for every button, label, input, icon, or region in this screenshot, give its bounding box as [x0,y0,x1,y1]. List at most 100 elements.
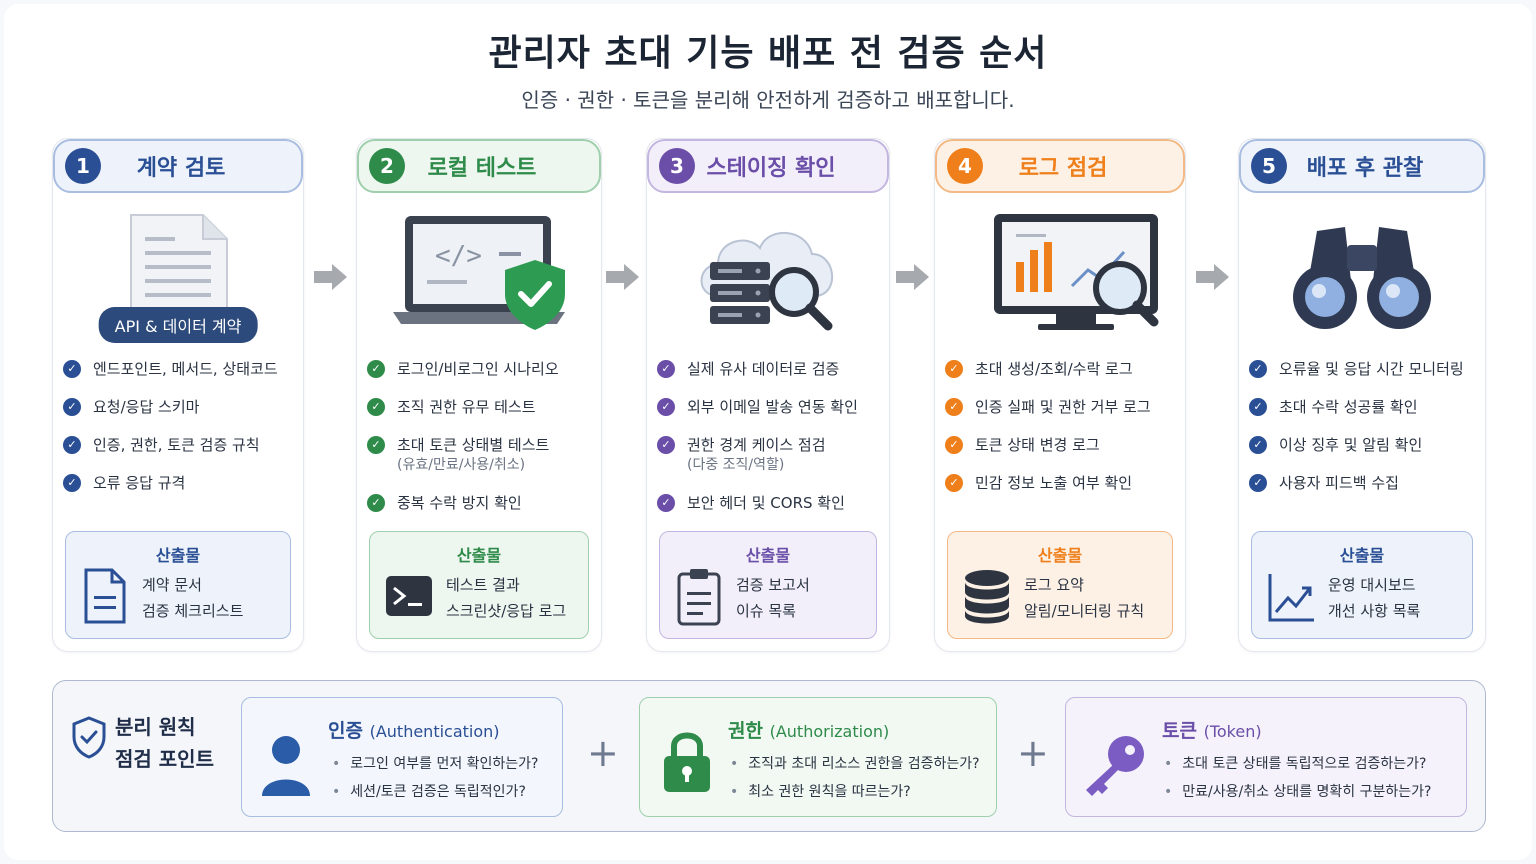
check-icon: ✓ [1249,474,1267,492]
output-list: 계약 문서 검증 체크리스트 [142,576,244,620]
plus-sign: + [587,731,619,775]
step-5-label: 배포 후 관찰 [1306,156,1424,181]
output-list: 검증 보고서 이슈 목록 [736,576,810,620]
step-3-header: 3 스테이징 확인 [647,139,889,193]
check-item: ✓실제 유사 데이터로 검증 [657,359,883,379]
step-1-label: 계약 검토 [136,156,226,181]
output-title: 산출물 [1037,546,1083,565]
token-card: 토큰 (Token) 초대 토큰 상태를 독립적으로 검증하는가? 만료/사용/… [1065,697,1467,817]
check-icon: ✓ [657,436,675,454]
check-icon: ✓ [367,398,385,416]
step-3-checklist: ✓실제 유사 데이터로 검증 ✓외부 이메일 발송 연동 확인 ✓권한 경계 케… [657,359,883,531]
step-2-label: 로컬 테스트 [427,156,537,181]
check-icon: ✓ [945,474,963,492]
step-3-column: 3 스테이징 확인 ✓실제 유사 데이터로 검증 ✓외부 이메일 발송 연동 확… [646,138,890,652]
token-label: 토큰 (Token) [1162,720,1262,742]
check-item: ✓보안 헤더 및 CORS 확인 [657,493,883,513]
check-icon: ✓ [1249,436,1267,454]
step-1-number-badge: 1 [65,148,101,184]
check-icon: ✓ [63,474,81,492]
check-item: ✓초대 생성/조회/수락 로그 [945,359,1179,379]
check-item: ✓조직 권한 유무 테스트 [367,397,595,417]
arrow-right-icon [606,264,639,290]
check-icon: ✓ [367,494,385,512]
step-2-output-box: 산출물 테스트 결과 스크린샷/응답 로그 [369,531,589,639]
step-2-illustration: </> [357,201,601,341]
check-item: ✓사용자 피드백 수집 [1249,473,1479,493]
check-item: ✓초대 토큰 상태별 테스트(유효/만료/사용/취소) [367,435,595,475]
check-item: ✓인증, 권한, 토큰 검증 규칙 [63,435,297,455]
arrow-right-icon [314,264,347,290]
arrow-right-icon [1196,264,1229,290]
step-2-number-badge: 2 [369,148,405,184]
check-item: ✓오류 응답 규격 [63,473,297,493]
check-item: ✓토큰 상태 변경 로그 [945,435,1179,455]
check-icon: ✓ [63,436,81,454]
terminal-icon [386,576,432,616]
check-icon: ✓ [657,494,675,512]
key-icon [1086,736,1144,796]
check-item: ✓요청/응답 스키마 [63,397,297,417]
svg-text:</>: </> [435,241,482,271]
step-5-header: 5 배포 후 관찰 [1239,139,1485,193]
step-4-checklist: ✓초대 생성/조회/수락 로그 ✓인증 실패 및 권한 거부 로그 ✓토큰 상태… [945,359,1179,511]
step-1-checklist: ✓엔드포인트, 메서드, 상태코드 ✓요청/응답 스키마 ✓인증, 권한, 토큰… [63,359,297,511]
check-icon: ✓ [1249,360,1267,378]
principles-panel: 분리 원칙 점검 포인트 인증 (Authentication) 로그인 여부를… [52,680,1486,832]
step-5-illustration [1239,201,1485,341]
page-title: 관리자 초대 기능 배포 전 검증 순서 [488,33,1048,74]
step-2-header: 2 로컬 테스트 [357,139,601,193]
output-title: 산출물 [155,546,201,565]
step-4-output-box: 산출물 로그 요약 알림/모니터링 규칙 [947,531,1173,639]
arrow-right-icon [896,264,929,290]
authorization-label: 권한 (Authorization) [728,720,890,742]
check-item: ✓외부 이메일 발송 연동 확인 [657,397,883,417]
principles-title: 분리 원칙 점검 포인트 [115,715,214,771]
output-title: 산출물 [456,546,502,565]
check-icon: ✓ [945,398,963,416]
step-1-output-box: 산출물 계약 문서 검증 체크리스트 [65,531,291,639]
cloud-server-search-icon [700,232,833,331]
output-list: 테스트 결과 스크린샷/응답 로그 [446,576,567,620]
step-4-label: 로그 점검 [1018,156,1108,181]
check-icon: ✓ [657,398,675,416]
step-4-illustration [935,201,1185,341]
lock-icon [664,732,710,792]
api-contract-tag: API & 데이터 계약 [98,307,258,343]
check-item: ✓민감 정보 노출 여부 확인 [945,473,1179,493]
step-5-column: 5 배포 후 관찰 ✓오류율 및 응답 시간 모니터링 ✓초대 수락 성공률 확… [1238,138,1486,652]
step-3-output-box: 산출물 검증 보고서 이슈 목록 [659,531,877,639]
authentication-card: 인증 (Authentication) 로그인 여부를 먼저 확인하는가? 세션… [241,697,563,817]
check-icon: ✓ [1249,398,1267,416]
step-4-column: 4 로그 점검 ✓초대 생성/조회/수락 로그 ✓인증 실패 및 권한 거부 로… [934,138,1186,652]
output-title: 산출물 [745,546,791,565]
laptop-code-shield-icon: </> [393,216,565,330]
check-item: ✓초대 수락 성공률 확인 [1249,397,1479,417]
check-item: ✓오류율 및 응답 시간 모니터링 [1249,359,1479,379]
binoculars-icon [1293,227,1431,329]
step-1-column: 1 계약 검토 API & 데이터 계약 ✓엔드포인트, 메서드, 상태코드 ✓… [52,138,304,652]
check-item: ✓권한 경계 케이스 점검(다중 조직/역할) [657,435,883,475]
authentication-list: 로그인 여부를 먼저 확인하는가? 세션/토큰 검증은 독립적인가? [332,750,538,806]
output-list: 로그 요약 알림/모니터링 규칙 [1024,576,1145,620]
plus-sign: + [1017,731,1049,775]
check-item: ✓로그인/비로그인 시나리오 [367,359,595,379]
step-2-checklist: ✓로그인/비로그인 시나리오 ✓조직 권한 유무 테스트 ✓초대 토큰 상태별 … [367,359,595,531]
step-5-output-box: 산출물 운영 대시보드 개선 사항 목록 [1251,531,1473,639]
step-3-illustration [647,201,889,341]
page-subtitle: 인증 · 권한 · 토큰을 분리해 안전하게 검증하고 배포합니다. [521,88,1015,112]
check-icon: ✓ [945,360,963,378]
shield-check-icon [72,716,106,759]
authorization-card: 권한 (Authorization) 조직과 초대 리소스 권한을 검증하는가?… [639,697,997,817]
check-icon: ✓ [367,436,385,454]
step-3-number-badge: 3 [659,148,695,184]
authentication-label: 인증 (Authentication) [328,720,500,742]
database-icon [965,570,1009,624]
check-icon: ✓ [63,398,81,416]
authorization-list: 조직과 초대 리소스 권한을 검증하는가? 최소 권한 원칙을 따르는가? [730,750,979,806]
step-5-number-badge: 5 [1251,148,1287,184]
step-1-header: 1 계약 검토 [53,139,303,193]
step-4-header: 4 로그 점검 [935,139,1185,193]
check-icon: ✓ [63,360,81,378]
